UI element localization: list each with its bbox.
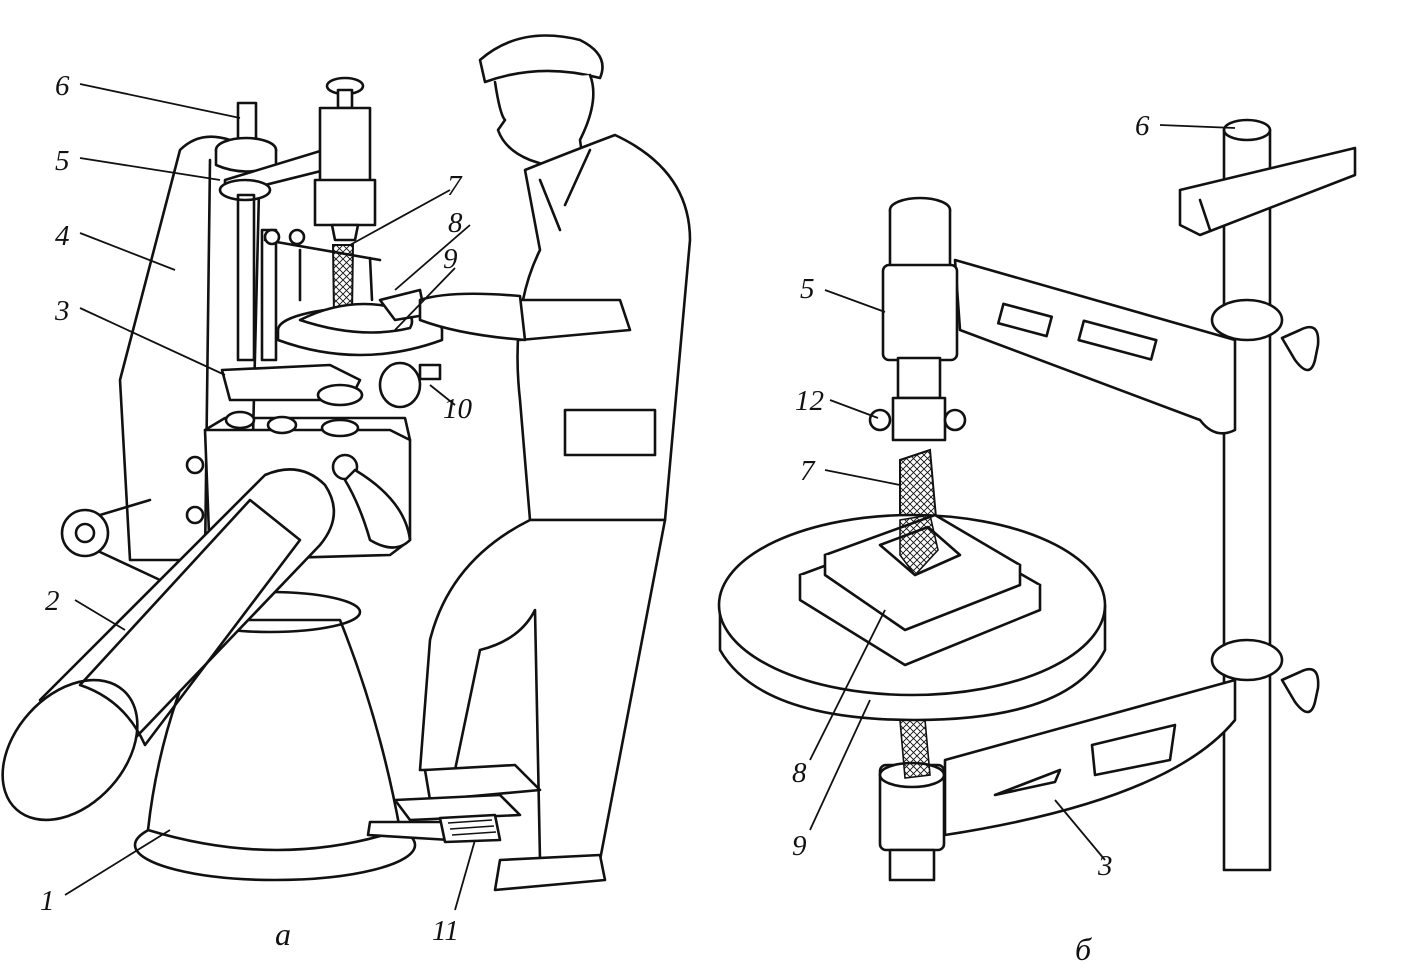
label-a-11: 11 [432,915,459,947]
pulley [60,498,162,582]
leader-lines-a [64,83,476,911]
rotary-table [276,288,444,409]
labels-panel-b: 6 5 12 7 8 9 3 б [792,110,1150,967]
label-b-5: 5 [800,273,815,305]
motor [1,468,336,822]
upper-arm [953,258,1237,435]
caption-b: б [1075,931,1092,967]
label-a-7: 7 [447,170,463,202]
label-b-12: 12 [795,385,824,417]
label-b-8: 8 [792,757,807,789]
column-b [1178,118,1357,872]
panel-a-drawing [1,34,692,911]
panel-b-drawing [717,118,1357,882]
spindle-b [868,196,967,582]
label-a-8: 8 [448,207,463,239]
label-a-2: 2 [45,585,60,617]
label-b-3: 3 [1097,850,1113,882]
label-a-9: 9 [443,243,458,275]
label-b-7: 7 [800,455,816,487]
label-a-4: 4 [55,220,70,252]
spindle-assembly [214,76,382,362]
leader-lines-b [809,124,1236,861]
machine-base [133,590,417,882]
label-b-6: 6 [1135,110,1150,142]
fixture-b [798,513,1042,667]
caption-a: а [275,916,291,952]
lower-arm [878,678,1237,882]
label-a-3: 3 [54,295,70,327]
label-a-5: 5 [55,145,70,177]
lower-bracket [220,363,364,438]
label-b-9: 9 [792,830,807,862]
label-a-10: 10 [443,393,473,425]
labels-panel-a: 6 5 4 3 2 1 7 8 9 10 11 а [40,70,473,952]
label-a-6: 6 [55,70,70,102]
label-a-1: 1 [40,885,55,917]
operator [418,34,692,892]
foot-pedals [366,793,522,844]
